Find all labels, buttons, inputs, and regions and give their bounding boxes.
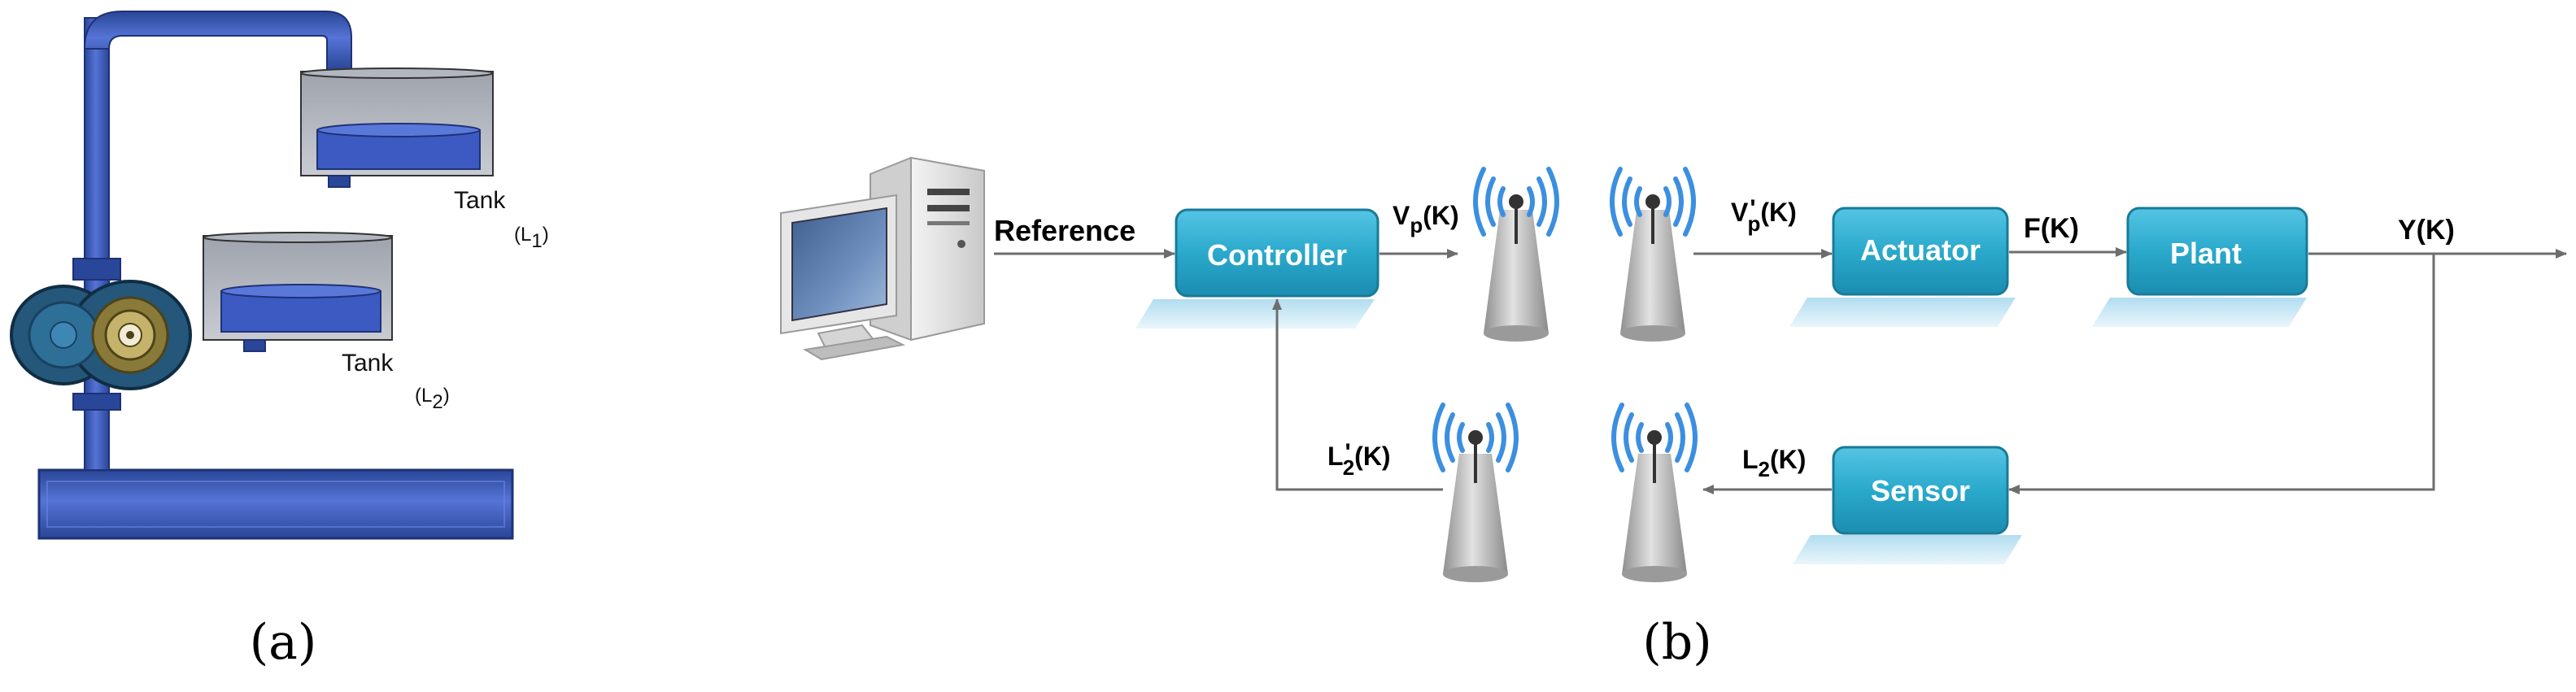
tank2-subscript: (L2) <box>415 385 450 413</box>
antenna-icon-tx-feedback <box>1611 403 1698 582</box>
tank2-water-top <box>220 284 381 298</box>
force-label: F(K) <box>2024 213 2079 244</box>
reference-label: Reference <box>994 214 1135 247</box>
plant-shadow <box>2092 298 2307 327</box>
controller-block: Controller <box>1175 208 1380 298</box>
actuator-label: Actuator <box>1860 233 1981 267</box>
controller-label: Controller <box>1207 238 1347 272</box>
sensor-block: Sensor <box>1832 446 2009 535</box>
panel-b-block-diagram: Reference Controller Actuator Plant Sens… <box>780 156 2567 671</box>
plant-label: Plant <box>2170 237 2242 270</box>
panel-a-tank-system: Tank (L1) Tank (L2) (a) <box>10 11 549 671</box>
actuator-shadow <box>1789 298 2016 327</box>
pump <box>10 258 192 411</box>
actuator-block: Actuator <box>1832 207 2009 296</box>
output-label: Y(K) <box>2398 215 2455 246</box>
tank2-label: Tank <box>342 350 394 376</box>
base-reservoir <box>37 468 514 540</box>
top-pipe-elbow <box>83 11 352 71</box>
tank2-outlet <box>243 339 266 352</box>
feedback-to-sensor-line <box>2008 254 2435 494</box>
vpp-label: V'p(K) <box>1731 195 1797 236</box>
antenna-icon-rx-feedback <box>1432 403 1519 582</box>
panel-b-caption: (b) <box>1642 614 1711 671</box>
panel-a-caption: (a) <box>250 614 317 671</box>
l2p-label: L'2(K) <box>1327 439 1391 480</box>
computer-icon <box>780 156 985 361</box>
tank2-rim <box>203 232 393 243</box>
sensor-label: Sensor <box>1871 474 1970 507</box>
tank1-label: Tank <box>454 187 506 214</box>
vp-label: Vp(K) <box>1393 201 1459 237</box>
tank1-outlet <box>328 175 351 188</box>
tank1-rim <box>300 67 494 79</box>
antenna-icon-rx-forward <box>1610 167 1696 342</box>
plant-block: Plant <box>2126 207 2308 296</box>
tank1-subscript: (L1) <box>514 224 549 252</box>
l2-label: L2(K) <box>1742 445 1806 481</box>
controller-shadow <box>1135 299 1375 329</box>
tank1-water-top <box>316 123 481 137</box>
base-reservoir-inner <box>46 481 505 528</box>
l2p-to-controller-line <box>1272 298 1443 491</box>
antenna-icon-tx-forward <box>1473 167 1559 342</box>
sensor-shadow <box>1793 535 2022 564</box>
